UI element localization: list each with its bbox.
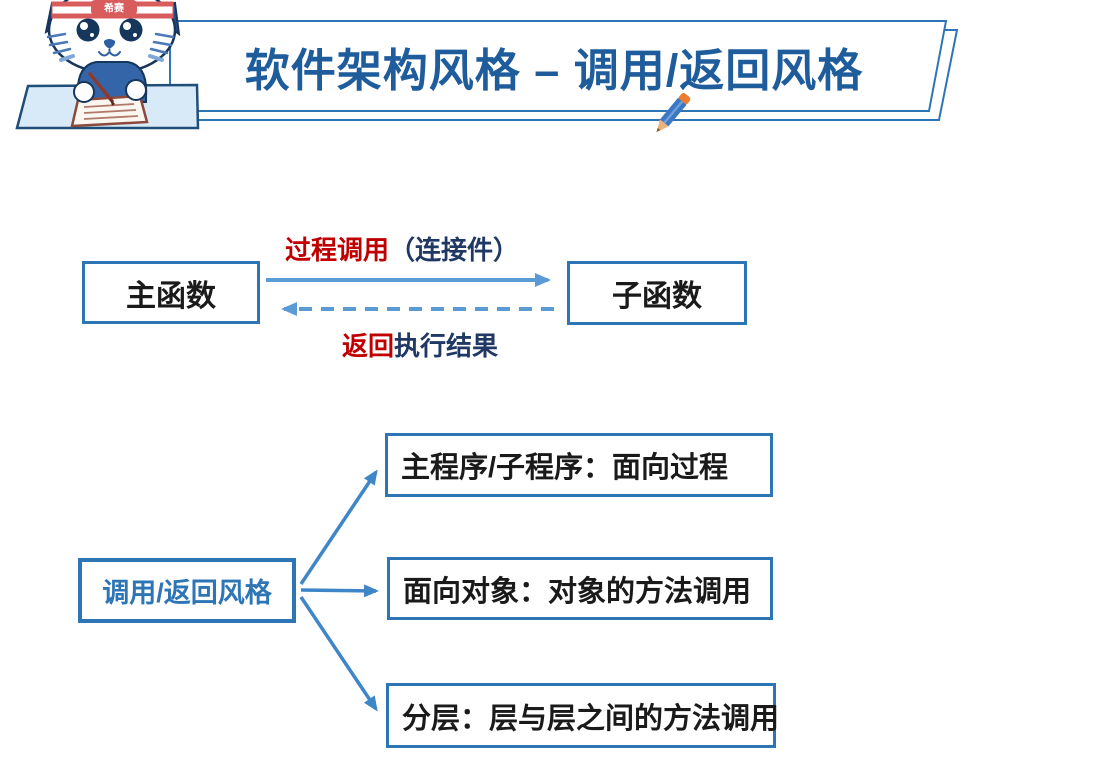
call-arrow-label-navy: （连接件）	[389, 235, 520, 265]
tree-connectors	[299, 469, 379, 712]
sub-function-label: 子函数	[612, 280, 702, 313]
cat-nose-mouth	[98, 39, 121, 57]
cat-paws	[73, 79, 147, 103]
mascot-cat: 希赛	[15, 0, 200, 130]
tree-child-label: 主程序/子程序：面向过程	[401, 452, 729, 484]
tree-child-label: 分层：层与层之间的方法调用	[402, 702, 780, 735]
pen-icon	[88, 72, 115, 106]
tree-child-box-procedural: 主程序/子程序：面向过程	[385, 433, 773, 497]
tree-arrow-bottom	[299, 596, 378, 712]
pencil-icon	[656, 93, 691, 133]
main-function-box: 主函数	[82, 261, 260, 324]
tree-arrow-top	[299, 469, 378, 585]
main-function-label: 主函数	[126, 279, 216, 313]
return-arrow-label-navy: 执行结果	[394, 331, 499, 361]
headband-text: 希赛	[103, 2, 125, 15]
title-banner	[169, 20, 959, 121]
return-arrow-label-red: 返回	[341, 331, 394, 361]
tree-child-label: 面向对象：对象的方法调用	[403, 575, 752, 608]
writing-paper	[70, 94, 149, 128]
call-arrow-label-red: 过程调用	[284, 235, 389, 265]
tree-child-box-layered: 分层：层与层之间的方法调用	[386, 683, 780, 748]
return-arrow-label: 返回执行结果	[295, 326, 545, 363]
tree-child-box-object-oriented: 面向对象：对象的方法调用	[387, 557, 773, 620]
tree-root-box: 调用/返回风格	[78, 558, 296, 623]
cat-cheek-marks	[59, 54, 164, 62]
cat-eyes	[76, 18, 143, 42]
sub-function-box: 子函数	[567, 261, 747, 325]
call-arrow-label: 过程调用（连接件）	[262, 230, 542, 267]
cat-whiskers	[46, 32, 175, 55]
tree-arrow-middle	[300, 584, 379, 598]
tree-root-label: 调用/返回风格	[102, 578, 272, 608]
page-title: 软件架构风格 – 调用/返回风格	[244, 44, 864, 96]
title-banner-face	[169, 20, 948, 112]
cat-headband: 希赛	[51, 0, 174, 19]
